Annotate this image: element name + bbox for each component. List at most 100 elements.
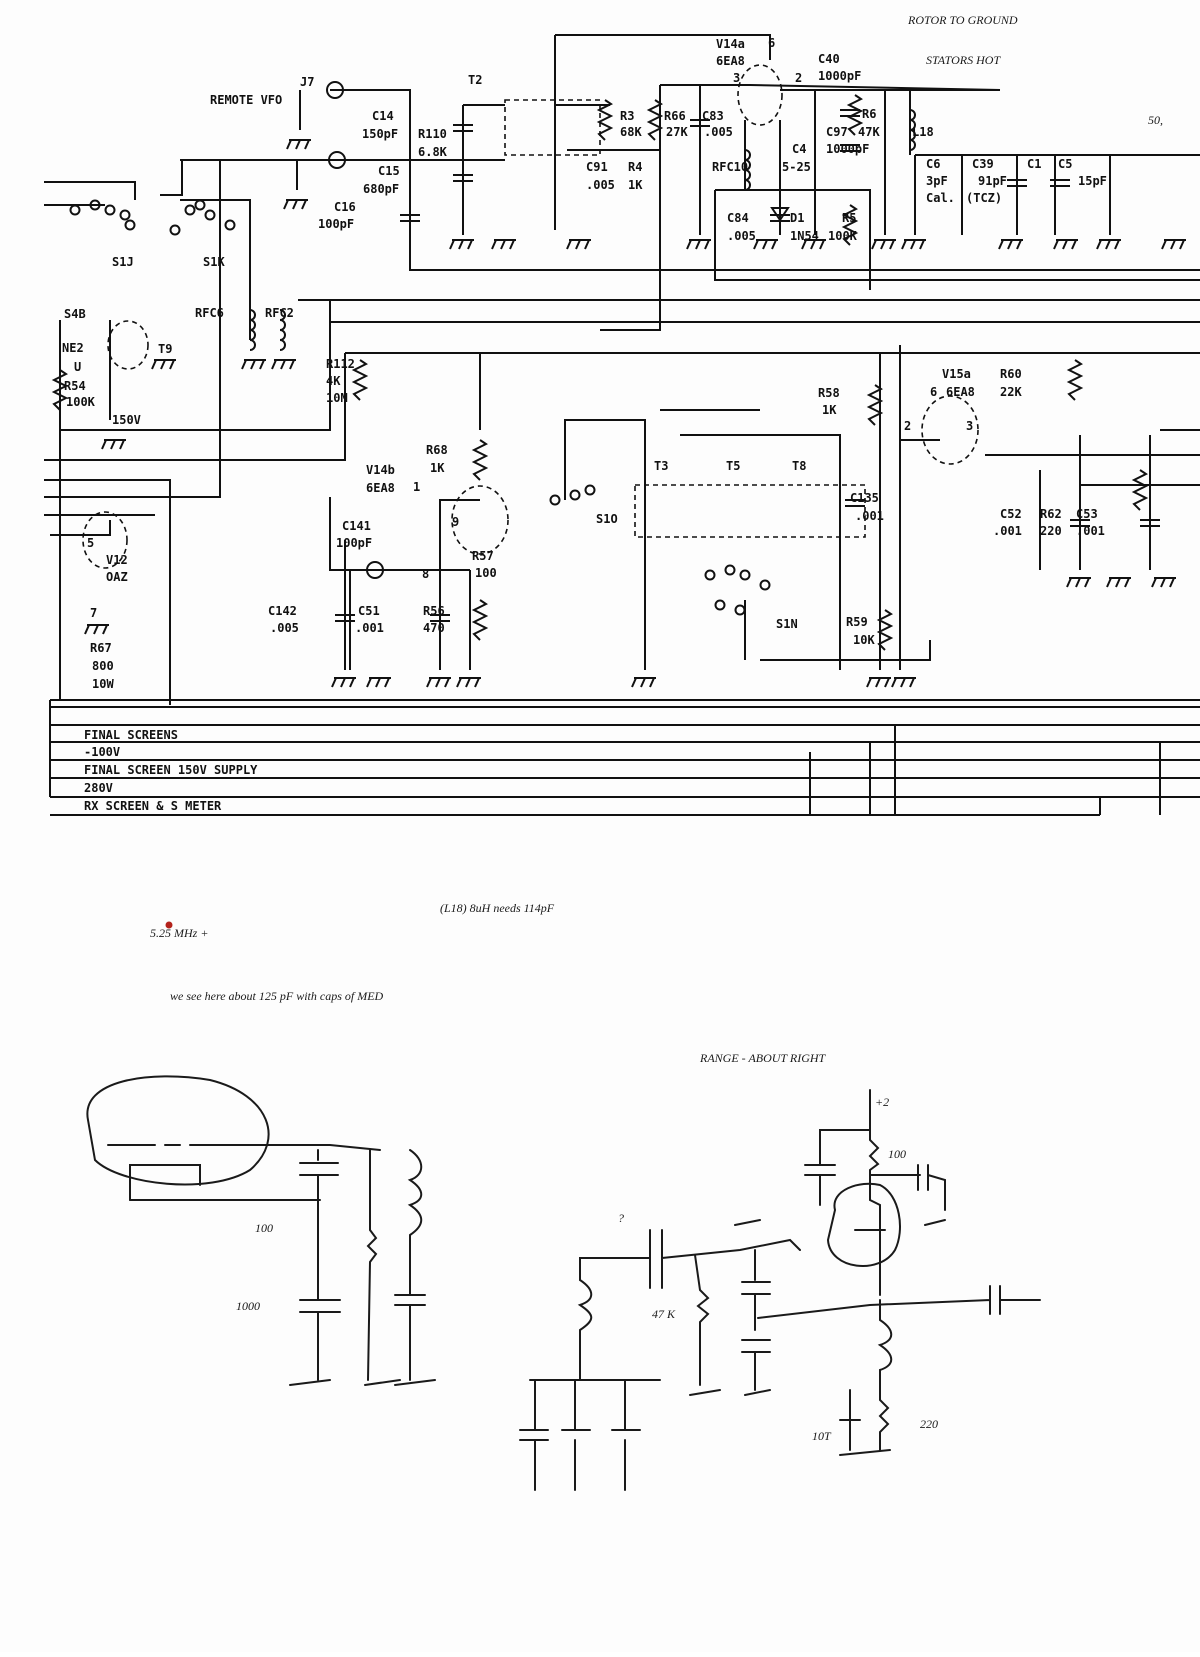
v12-pin-7: 7 [90, 606, 97, 620]
ground-icon [283, 199, 308, 210]
ground-icon [1151, 577, 1176, 588]
bus-final-screen-150v: FINAL SCREEN 150V SUPPLY [84, 763, 258, 777]
d1-label: D1 [790, 211, 804, 225]
r54-label: R54 [64, 379, 86, 393]
sketch-r47k: 47 K [652, 1307, 676, 1321]
note-margin: 50, [1148, 113, 1163, 127]
r112-label: R112 [326, 357, 355, 371]
wire [600, 85, 661, 331]
ground-icon [686, 239, 711, 250]
t3-t5-t8-shield [634, 484, 866, 538]
note-l18: (L18) 8uH needs 114pF [440, 901, 555, 915]
ground-icon [84, 624, 109, 635]
r112-power: 10M [326, 391, 348, 405]
sketch-stroke [86, 1075, 270, 1186]
ground-icon [866, 677, 891, 688]
sketch-stroke [529, 1279, 661, 1381]
switch-contact-icon [724, 564, 736, 576]
inductor-icon [744, 149, 751, 191]
c6-note: Cal. [926, 191, 955, 205]
l18-label: L18 [912, 125, 934, 139]
coax-connector-icon [326, 81, 344, 99]
sketch-stroke [694, 1254, 710, 1386]
switch-contact-icon [549, 494, 561, 506]
c52-label: C52 [1000, 507, 1022, 521]
capacitor-icon [453, 124, 473, 132]
r62-label: R62 [1040, 507, 1062, 521]
switch-contact-icon [569, 489, 581, 501]
c4-value: 5-25 [782, 160, 811, 174]
c83-label: C83 [702, 109, 724, 123]
sketch-r100: 100 [888, 1147, 906, 1161]
sketch-stroke [129, 1164, 201, 1201]
capacitor-icon [1140, 519, 1160, 527]
c16-value: 100pF [318, 217, 354, 231]
capacitor-icon [690, 119, 710, 127]
r6-value: 47K [858, 125, 880, 139]
c97-value: 1000pF [826, 142, 869, 156]
r66-value: 27K [666, 125, 688, 139]
r5-label: R5 [842, 211, 856, 225]
bus-280v: 280V [84, 781, 113, 795]
r59-value: 10K [853, 633, 875, 647]
capacitor-icon [840, 144, 860, 152]
ground-icon [366, 677, 391, 688]
resistor-icon [841, 204, 859, 246]
r68-label: R68 [426, 443, 448, 457]
connector-j7: J7 REMOTE VFO [210, 75, 314, 107]
c97-label: C97 [826, 125, 848, 139]
v14b-type: 6EA8 [366, 481, 395, 495]
c16-label: C16 [334, 200, 356, 214]
c39-label: C39 [972, 157, 994, 171]
c51-label: C51 [358, 604, 380, 618]
wire [1030, 796, 1101, 815]
r3-label: R3 [620, 109, 634, 123]
sketch-stroke [394, 1149, 426, 1381]
sketch-stroke [839, 1299, 893, 1451]
c53-label: C53 [1076, 507, 1098, 521]
sketch-cunknown: ? [618, 1211, 624, 1225]
c142-label: C142 [268, 604, 297, 618]
c39-value: 91pF [978, 174, 1007, 188]
ground-icon [449, 239, 474, 250]
c52-value: .001 [993, 524, 1022, 538]
switch-contact-icon [124, 219, 136, 231]
j7-caption: REMOTE VFO [210, 93, 282, 107]
switch-contact-icon [734, 604, 746, 616]
c4-label: C4 [792, 142, 806, 156]
ground-icon [1161, 239, 1186, 250]
r5-value: 100K [828, 229, 858, 243]
vacuum-tube-icon [737, 64, 783, 126]
t3-label: T3 [654, 459, 668, 473]
switch-contact-icon [584, 484, 596, 496]
v12-pin-5: 5 [87, 536, 94, 550]
c51-value: .001 [355, 621, 384, 635]
wire [555, 34, 771, 60]
resistor-icon [846, 94, 864, 136]
wire [329, 497, 370, 571]
ground-icon [901, 239, 926, 250]
r68-value: 1K [430, 461, 445, 475]
switch-contact-icon [194, 199, 206, 211]
c40-label: C40 [818, 52, 840, 66]
r4-value: 1K [628, 178, 643, 192]
r67-power: 10W [92, 677, 114, 691]
voltage-150v: 150V [112, 413, 141, 427]
symbols [51, 64, 1186, 688]
r62-value: 220 [1040, 524, 1062, 538]
diode-icon [770, 207, 790, 222]
r6-label: R6 [862, 107, 876, 121]
r59-label: R59 [846, 615, 868, 629]
note-rotor: ROTOR TO GROUND [907, 13, 1018, 27]
ground-icon [891, 677, 916, 688]
v14a-pin-6: 6 [768, 36, 775, 50]
rfc6-label: RFC6 [195, 306, 224, 320]
c1-label: C1 [1027, 157, 1041, 171]
r56-value: 470 [423, 621, 445, 635]
capacitor-icon [1070, 519, 1090, 527]
sketch-stroke [579, 1229, 801, 1289]
capacitor-icon [840, 109, 860, 117]
sketch-c10t: 10T [812, 1429, 832, 1443]
r54-value: 100K [66, 395, 96, 409]
ground-icon [753, 239, 778, 250]
